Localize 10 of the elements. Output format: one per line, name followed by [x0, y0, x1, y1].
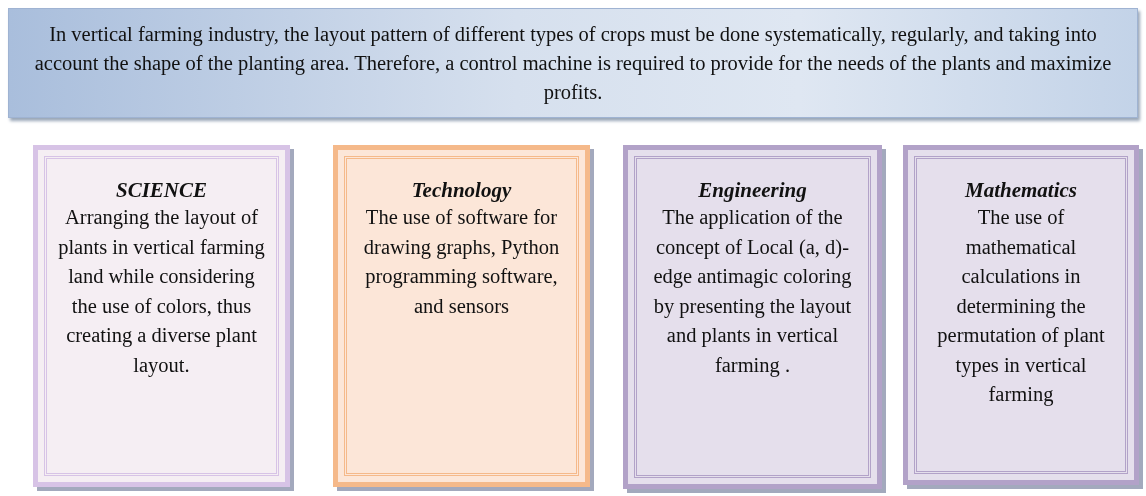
card-heading: Mathematics: [963, 177, 1078, 203]
card-description: The use of software for drawing graphs, Python programming software, and sensors: [362, 205, 561, 319]
header-banner: [8, 8, 1138, 118]
card-heading: Technology: [410, 177, 513, 203]
card-description: Arranging the layout of plants in vertical farming land while considering the use of colors, thus creating a diverse plant layout.: [57, 205, 266, 379]
intro-paragraph: In vertical farming industry, the layout pattern of different types of crops must be done systematically, regularly, and taking into account the shape of the planting area. Therefore, a control machine is required to provide for the needs of the plants and maximize profits.: [33, 21, 1113, 106]
card-description: The application of the concept of Local (a, d)-edge antimagic coloring by presenting the layout and plants in vertical farming .: [652, 205, 853, 379]
card-description: The use of mathematical calculations in determining the permutation of plant types in vertical farming: [936, 205, 1106, 408]
card-heading: SCIENCE: [114, 177, 208, 203]
card-heading: Engineering: [697, 177, 808, 203]
